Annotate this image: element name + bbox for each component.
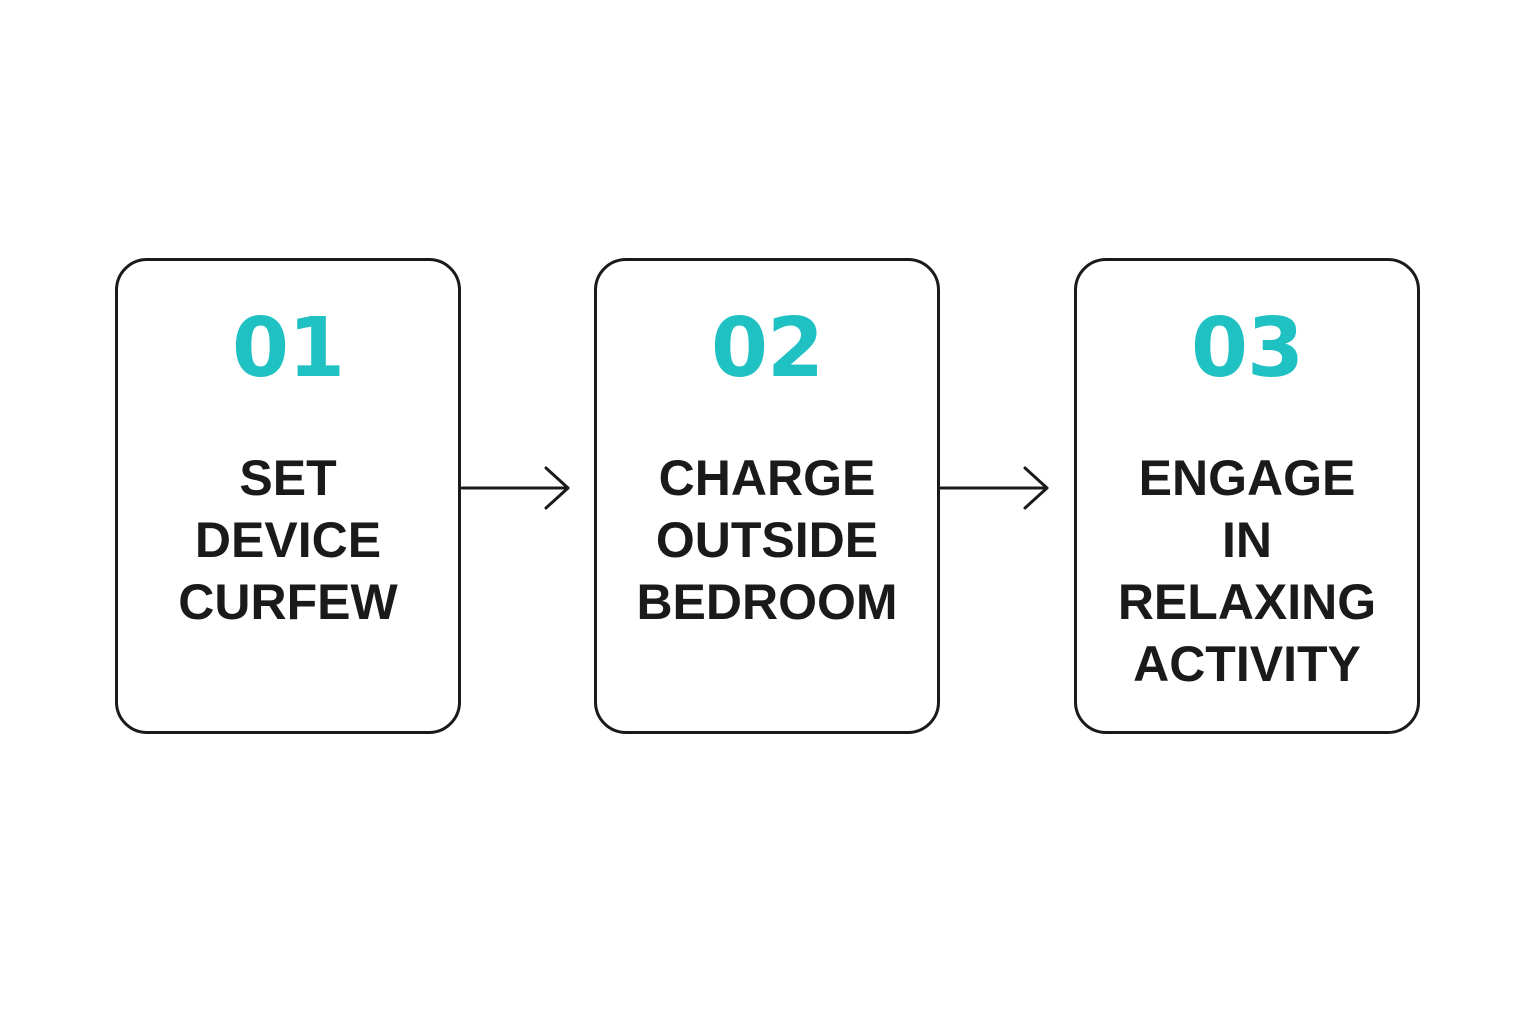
step-number: 02	[710, 301, 824, 396]
step-number: 01	[231, 301, 345, 396]
step-label-line: DEVICE	[194, 512, 382, 568]
step-label-line: ENGAGE	[1138, 450, 1356, 506]
arrow-right-icon	[939, 466, 1049, 510]
step-label: ENGAGE IN RELAXING ACTIVITY	[1077, 447, 1417, 695]
step-label-line: CURFEW	[178, 574, 398, 630]
step-label-line: SET	[239, 450, 337, 506]
step-label-line: RELAXING	[1117, 574, 1377, 630]
step-label-line: IN	[1222, 512, 1272, 568]
step-card-3: 03 ENGAGE IN RELAXING ACTIVITY	[1074, 258, 1420, 734]
arrow-right-icon	[460, 466, 570, 510]
step-label-line: BEDROOM	[636, 574, 898, 630]
step-card-2: 02 CHARGE OUTSIDE BEDROOM	[594, 258, 940, 734]
step-label-line: ACTIVITY	[1133, 636, 1361, 692]
step-number: 03	[1190, 301, 1304, 396]
step-label: SET DEVICE CURFEW	[118, 447, 458, 633]
step-card-1: 01 SET DEVICE CURFEW	[115, 258, 461, 734]
step-label-line: CHARGE	[658, 450, 876, 506]
step-label: CHARGE OUTSIDE BEDROOM	[597, 447, 937, 633]
step-label-line: OUTSIDE	[655, 512, 879, 568]
